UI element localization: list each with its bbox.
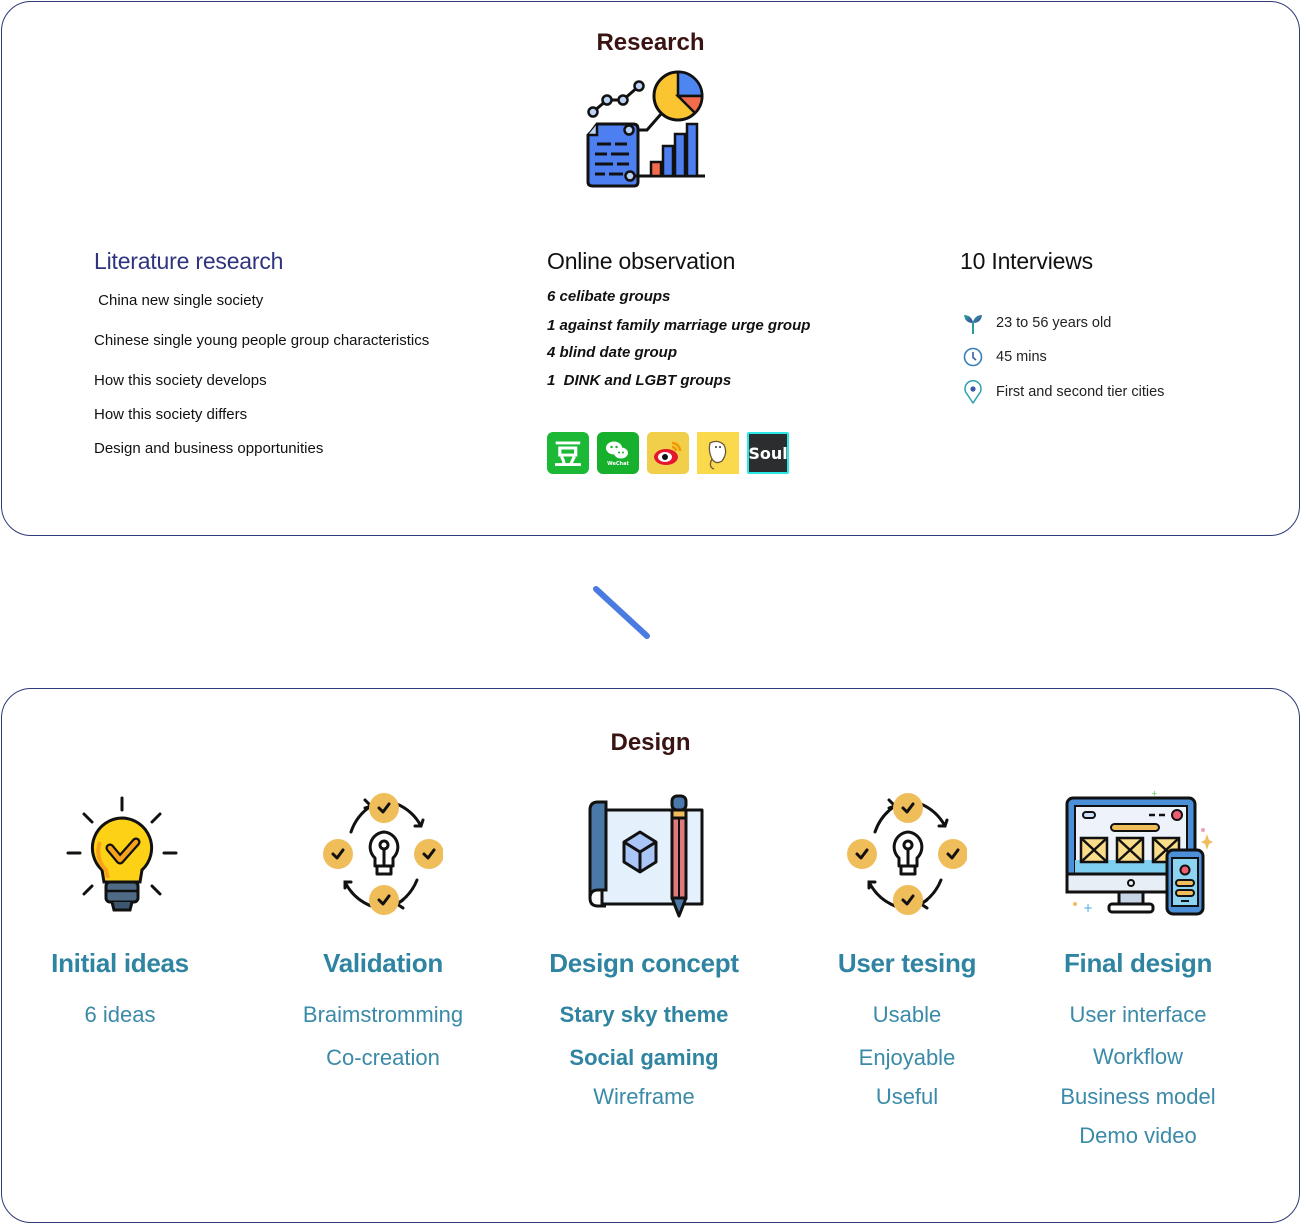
wechat-app-icon: WeChat (597, 432, 639, 474)
step-item: 6 ideas (84, 1002, 156, 1027)
step-item: Usable (872, 1002, 942, 1027)
step-item: Stary sky theme (559, 1002, 729, 1027)
step-item: Business model (1060, 1084, 1216, 1109)
literature-research-column: Literature research China new single soc… (94, 248, 429, 457)
soul-app-icon: Soul (747, 432, 789, 474)
step-item: Braimstromming (302, 1002, 464, 1027)
interview-location-text: First and second tier cities (996, 384, 1165, 400)
step-title: Validation (323, 948, 443, 978)
svg-text:WeChat: WeChat (607, 461, 629, 467)
idea-cycle-icon (323, 793, 443, 915)
observation-item: 4 blind date group (547, 344, 677, 361)
douban-app-icon: 豆 (547, 432, 589, 474)
step-item: Demo video (1079, 1123, 1197, 1148)
research-analytics-icon (586, 70, 705, 188)
literature-item: How this society differs (94, 406, 248, 423)
svg-text:+: + (1083, 901, 1093, 915)
monitor-phone-icon: + + (1065, 790, 1213, 916)
design-title: Design (610, 729, 691, 756)
clock-icon (963, 347, 983, 367)
design-step-final-design: + + Final design User interface Workflow… (1008, 790, 1268, 1148)
observation-item: 6 celibate groups (547, 288, 671, 305)
interview-age-text: 23 to 56 years old (996, 315, 1112, 331)
interview-duration-text: 45 mins (996, 349, 1047, 365)
weibo-app-icon (647, 432, 689, 474)
design-step-design-concept: Design concept Stary sky theme Social ga… (514, 790, 774, 1109)
step-item: Social gaming (569, 1045, 719, 1070)
literature-item: China new single society (94, 292, 264, 309)
lightbulb-check-icon (66, 796, 178, 912)
idea-cycle-icon (847, 793, 967, 915)
blueprint-pencil-icon (588, 794, 704, 918)
sprout-icon (964, 315, 982, 334)
literature-research-heading: Literature research (94, 248, 284, 274)
observation-item: 1 against family marriage urge group (547, 317, 811, 334)
literature-item: Chinese single young people group charac… (94, 332, 430, 349)
literature-item: How this society develops (94, 372, 267, 389)
app-icon-row: 豆 WeChat (547, 432, 789, 474)
interview-detail-age: 23 to 56 years old (960, 310, 1111, 336)
design-step-user-testing: User tesing Usable Enjoyable Useful (777, 790, 1037, 1109)
step-title: Initial ideas (51, 948, 189, 978)
step-title: User tesing (837, 948, 977, 978)
svg-text:+: + (1151, 790, 1158, 798)
chevron-down-icon (593, 586, 650, 639)
interviews-heading: 10 Interviews (960, 248, 1093, 274)
online-observation-heading: Online observation (547, 248, 736, 274)
step-item: Workflow (1092, 1044, 1184, 1069)
online-observation-column: Online observation 6 celibate groups 1 a… (547, 248, 810, 474)
interview-detail-location: First and second tier cities (960, 379, 1164, 405)
step-title: Design concept (549, 948, 739, 978)
location-pin-icon (964, 379, 982, 404)
design-step-initial-ideas: Initial ideas 6 ideas (0, 790, 250, 1027)
step-item: Enjoyable (858, 1045, 956, 1070)
step-item: Wireframe (593, 1084, 695, 1109)
design-step-validation: Validation Braimstromming Co-creation (253, 790, 513, 1070)
step-title: Final design (1063, 948, 1213, 978)
interviews-column: 10 Interviews 23 to 56 years old 45 mins… (960, 248, 1164, 404)
qiyu-app-icon (697, 432, 739, 474)
step-item: User interface (1069, 1002, 1207, 1027)
research-title: Research (596, 29, 705, 56)
design-panel (1, 688, 1300, 1223)
step-item: Useful (875, 1084, 939, 1109)
interview-detail-duration: 45 mins (960, 344, 1047, 370)
observation-item: 1 DINK and LGBT groups (547, 372, 732, 389)
literature-item: Design and business opportunities (94, 440, 324, 457)
step-item: Co-creation (326, 1045, 440, 1070)
